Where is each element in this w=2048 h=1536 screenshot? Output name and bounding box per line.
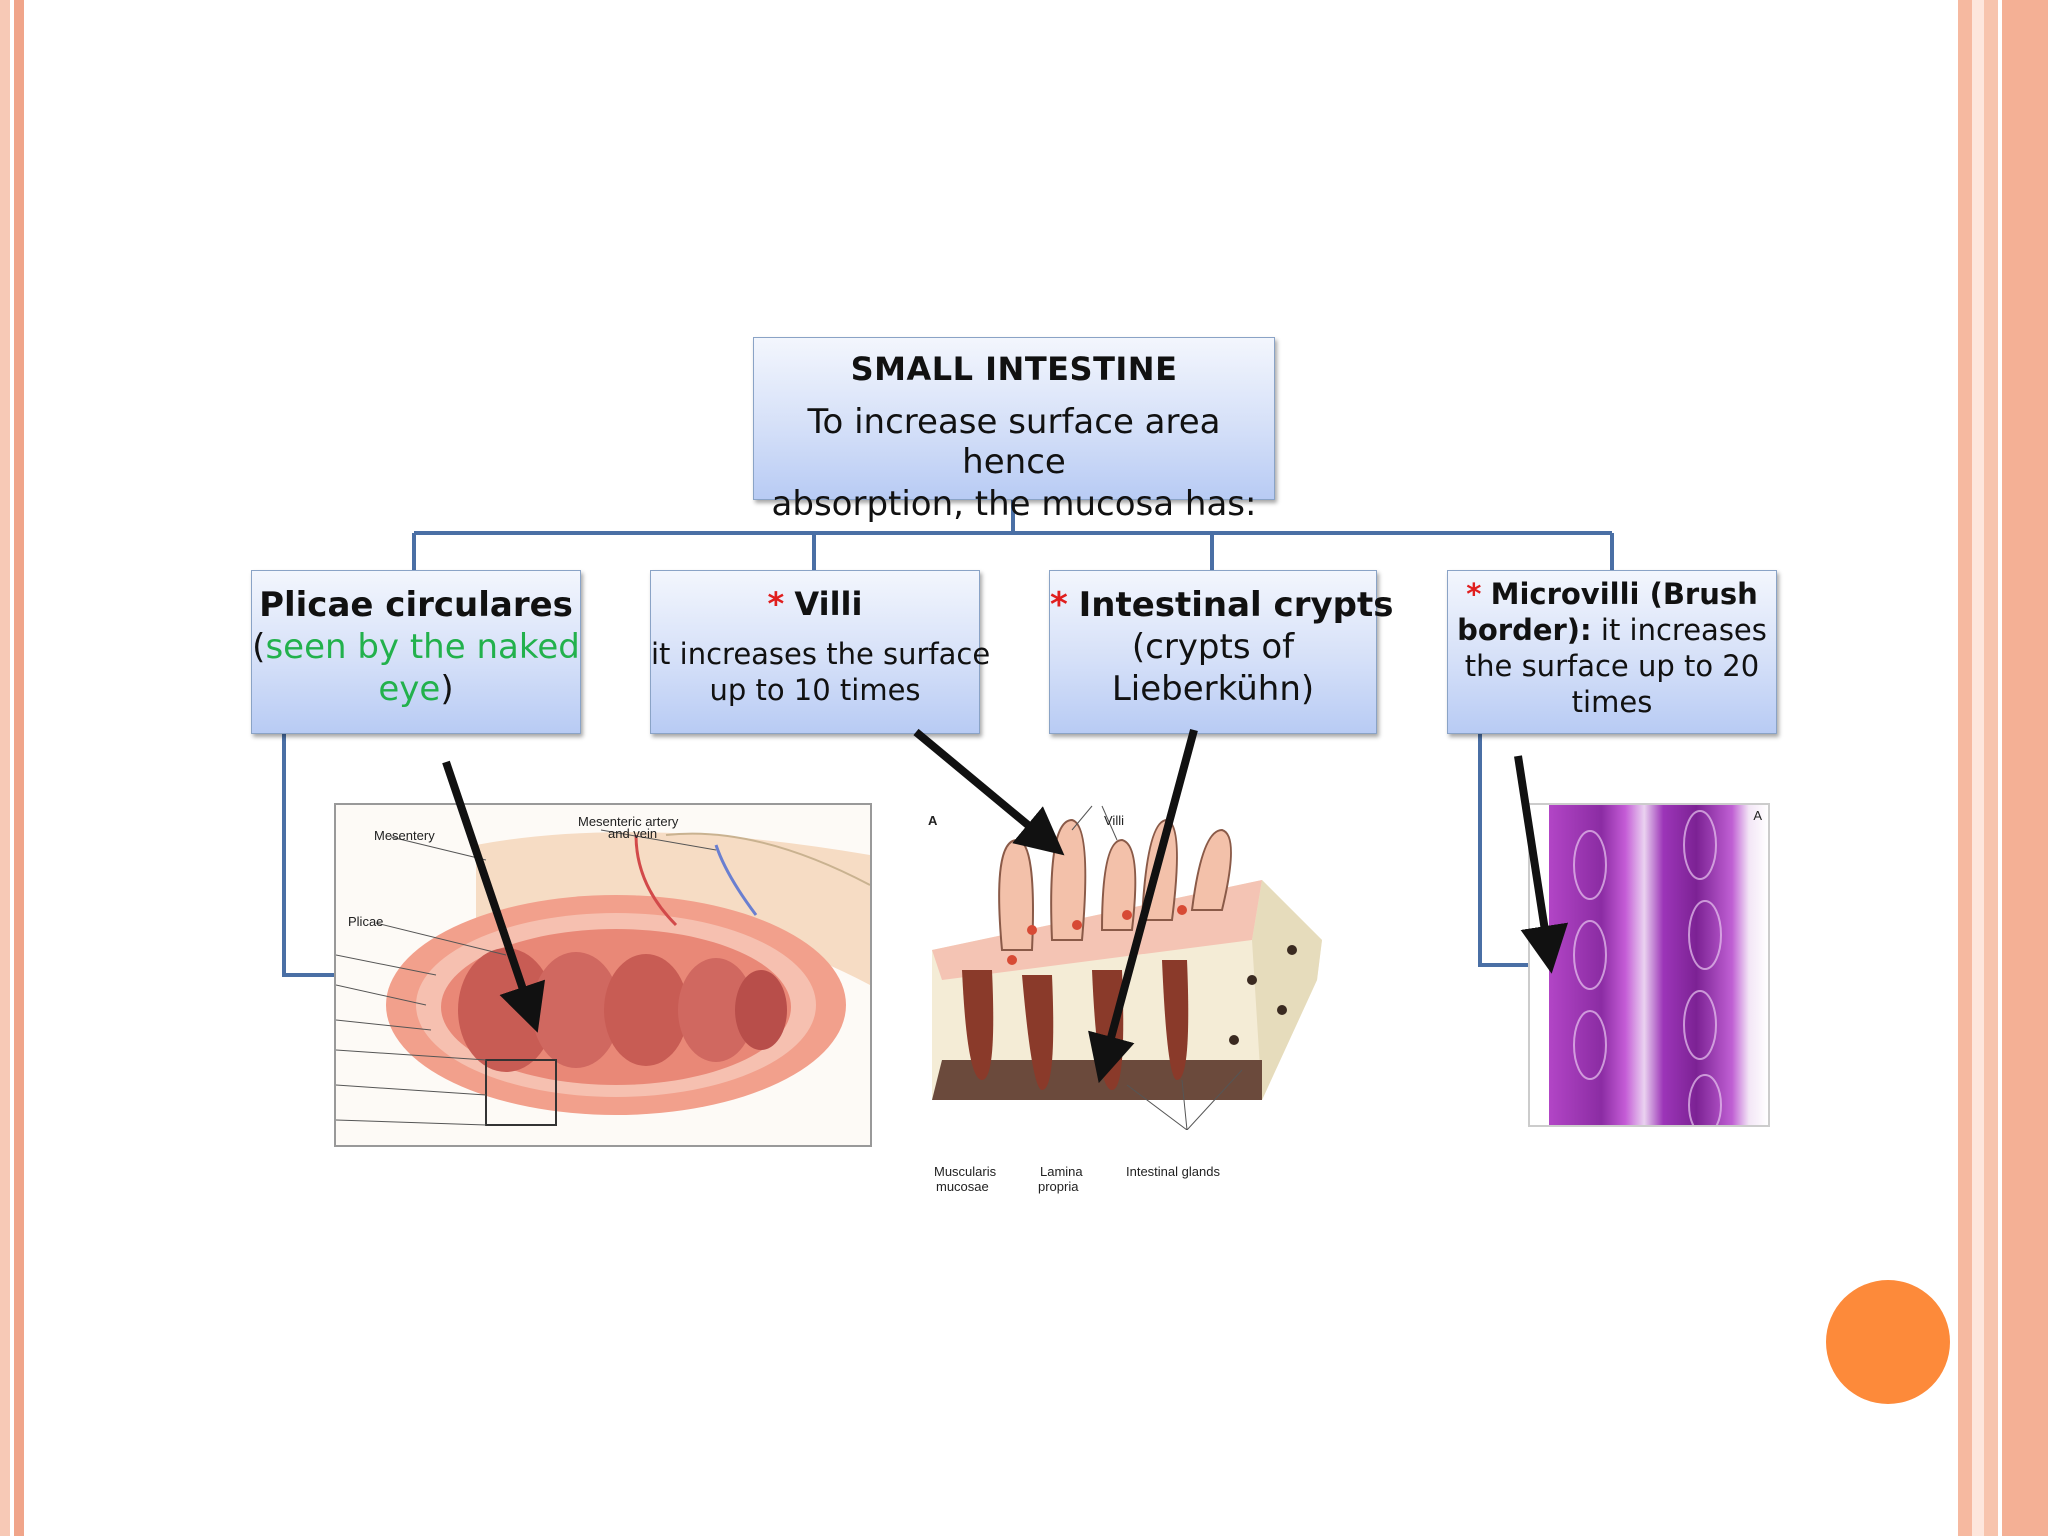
arrow-microvilli	[1514, 755, 1569, 974]
crypts-line-1: (crypts of	[1131, 627, 1295, 667]
microvilli-rest: it increases	[1591, 613, 1767, 647]
crypts-star: *	[1050, 585, 1068, 625]
histology-panel-letter: A	[1753, 808, 1762, 823]
label-villi: Villi	[1104, 813, 1124, 828]
villi-title-row: * Villi	[651, 585, 979, 623]
villi-line-1: it increases the surface	[651, 637, 991, 671]
microvilli-title-1: Microvilli (Brush	[1490, 577, 1758, 611]
open-paren: (	[252, 627, 266, 667]
label-lamina: Lamina	[1040, 1164, 1083, 1179]
plicae-line-2: (seen by the naked	[252, 627, 580, 667]
microvilli-histology-image: A	[1528, 803, 1770, 1127]
label-plicae: Plicae	[348, 914, 384, 929]
crypts-title-row: * Intestinal crypts	[1050, 585, 1393, 625]
label-mesenteric-artery: Mesenteric artery	[578, 814, 679, 829]
crypts-line-2: Lieberkühn)	[1111, 669, 1315, 709]
arrow-villi	[913, 728, 1065, 856]
left-slide-border	[0, 0, 24, 1536]
microvilli-line-3: the surface up to 20	[1464, 649, 1760, 683]
label-muscularis: Muscularis	[934, 1164, 997, 1179]
plicae-circulares-box: Plicae circulares (seen by the naked eye…	[251, 570, 581, 734]
plicae-line-3: eye)	[252, 669, 580, 709]
label-mesentery: Mesentery	[374, 828, 435, 843]
microvilli-line-2: border): it increases	[1448, 613, 1776, 647]
close-paren: )	[440, 669, 454, 709]
microvilli-title-2: border):	[1457, 613, 1592, 647]
arrow-crypts	[1088, 728, 1198, 1084]
villi-box: * Villi it increases the surface up to 1…	[650, 570, 991, 734]
villi-line-2: up to 10 times	[709, 673, 921, 707]
right-slide-border	[1958, 0, 2048, 1536]
arrow-plicae	[442, 760, 546, 1033]
label-intestinal-glands: Intestinal glands	[1126, 1164, 1220, 1179]
intestinal-crypts-box: * Intestinal crypts (crypts of Lieberküh…	[1049, 570, 1393, 734]
panel-letter-a: A	[928, 813, 938, 828]
eye-text: eye	[378, 669, 441, 709]
accent-circle	[1826, 1280, 1950, 1404]
label-propria: propria	[1038, 1179, 1079, 1194]
histology-texture	[1573, 810, 1722, 1125]
crypts-title: Intestinal crypts	[1078, 585, 1394, 625]
label-mucosae: mucosae	[936, 1179, 989, 1194]
naked-eye-text: seen by the naked	[265, 627, 580, 667]
villi-title: Villi	[794, 585, 863, 623]
small-intestine-box: SMALL INTESTINE To increase surface area…	[753, 337, 1275, 524]
box-line-2: absorption, the mucosa has:	[771, 484, 1257, 524]
microvilli-line-4: times	[1571, 685, 1653, 719]
villi-star: *	[767, 585, 785, 623]
box-line-1: To increase surface area hence	[807, 402, 1221, 482]
label-and-vein: and vein	[608, 826, 658, 841]
box-title: SMALL INTESTINE	[850, 350, 1178, 388]
microvilli-star: *	[1466, 577, 1482, 611]
microvilli-box: * Microvilli (Brush border): it increase…	[1447, 570, 1777, 734]
microvilli-line-1: * Microvilli (Brush	[1448, 577, 1776, 611]
plicae-title: Plicae circulares	[259, 585, 573, 625]
